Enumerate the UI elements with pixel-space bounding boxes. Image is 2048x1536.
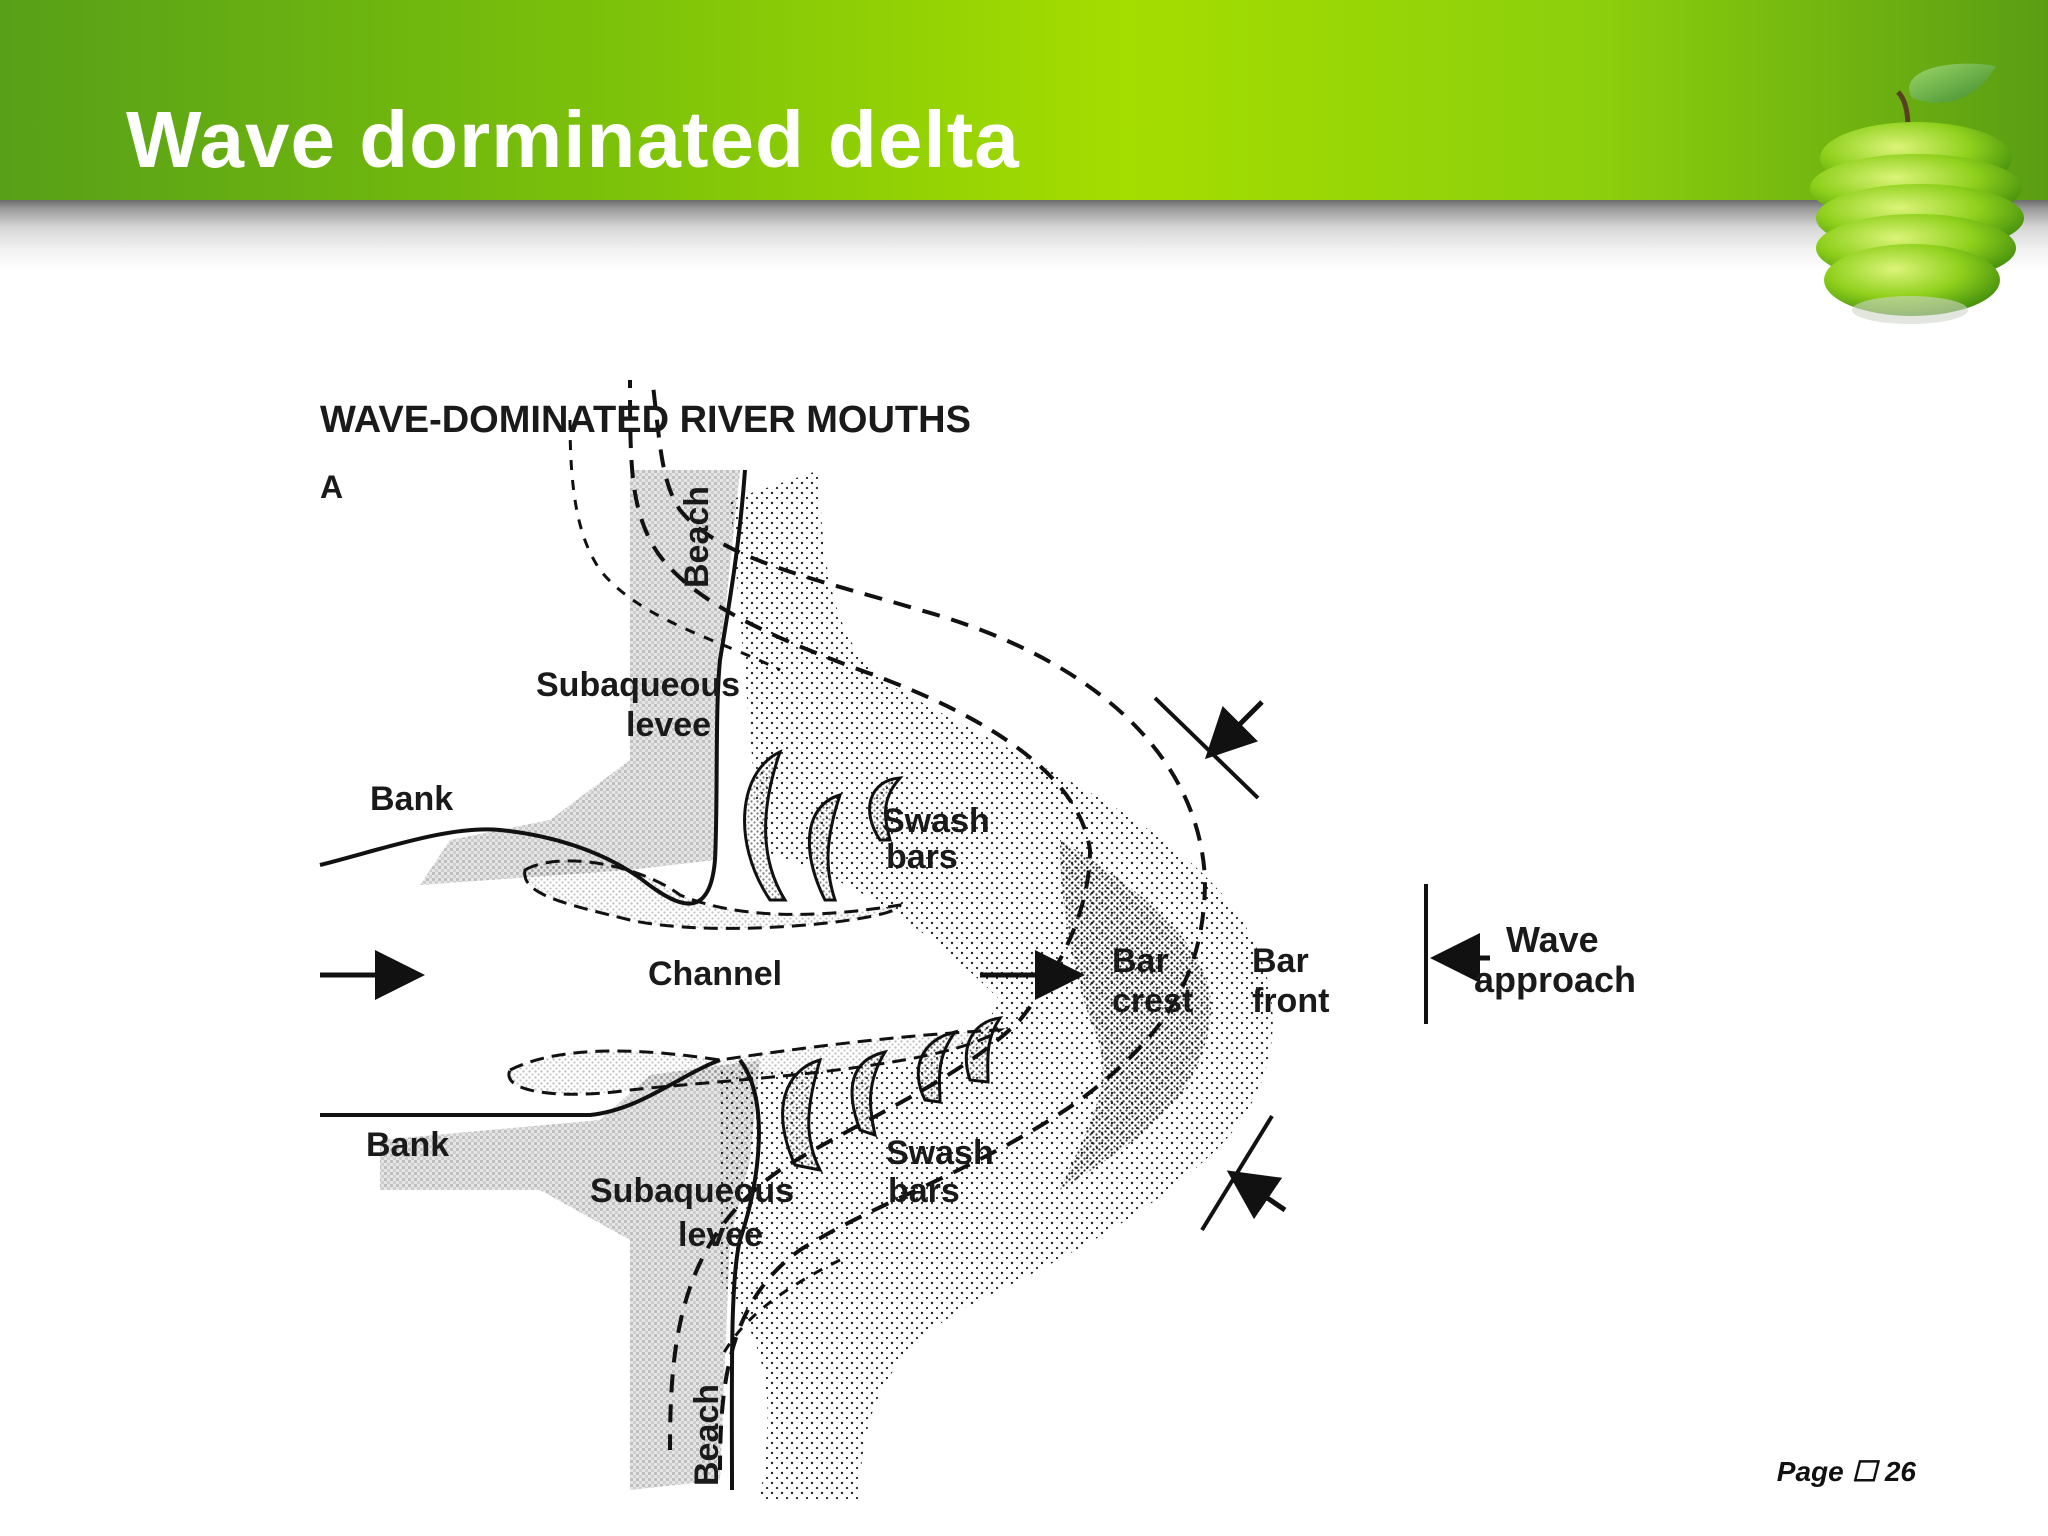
sediment-plume (720, 470, 1273, 1500)
slide-title: Wave dorminated delta (126, 95, 1020, 184)
bar-front-contour (650, 380, 1208, 1471)
label-swash-bottom: Swash (886, 1134, 994, 1172)
label-swash-top: Swash (882, 802, 990, 840)
label-levee-top: levee (626, 706, 711, 744)
inner-contour (568, 419, 781, 672)
label-wave-2: approach (1474, 959, 1636, 1000)
river-mouth-diagram: WAVE-DOMINATED RIVER MOUTHS A Beach Beac… (319, 380, 1636, 1500)
wave-arrow-bottom (1226, 1170, 1287, 1220)
label-channel: Channel (648, 955, 782, 993)
bar-dense-zone (1060, 840, 1212, 1190)
page-label: Page (1776, 1456, 1844, 1487)
label-levee-bottom: levee (678, 1216, 763, 1254)
swash-bar-bottom-3 (916, 1029, 959, 1104)
label-bank-top: Bank (370, 780, 453, 818)
label-bar-crest-1: Bar (1112, 942, 1169, 980)
panel-letter: A (320, 469, 343, 505)
bar-crest-contour (628, 380, 1093, 1451)
label-bar-front-2: front (1252, 982, 1329, 1020)
beach-bottom-land (380, 1060, 760, 1490)
header-shadow (0, 200, 2048, 272)
label-subaqueous-bottom: Subaqueous (590, 1172, 794, 1210)
swash-bar-bottom-1 (781, 1057, 823, 1173)
label-beach-top: Beach (678, 486, 716, 588)
label-bars-bottom: bars (888, 1172, 960, 1210)
label-bank-bottom: Bank (366, 1126, 449, 1164)
levee-bottom-outline (507, 1028, 1006, 1096)
title-bar: Wave dorminated delta (0, 0, 2048, 200)
label-beach-bottom: Beach (688, 1384, 726, 1486)
green-apple-icon (1810, 63, 2024, 324)
page-number: Page☐26 (1777, 1455, 1924, 1488)
swash-bar-top-1 (743, 749, 788, 902)
wave-arrow-top (1204, 700, 1264, 760)
label-subaqueous-top: Subaqueous (536, 666, 740, 704)
beach-top-land (420, 470, 740, 885)
diagram-heading: WAVE-DOMINATED RIVER MOUTHS (320, 399, 971, 441)
swash-bar-top-2 (807, 792, 843, 902)
label-bar-crest-2: crest (1112, 982, 1193, 1020)
label-bar-front-1: Bar (1252, 942, 1309, 980)
page-glyph: ☐ (1851, 1456, 1877, 1487)
wave-crest-line-top (1153, 696, 1260, 800)
label-bars-top: bars (886, 838, 958, 876)
beach-top-shoreline (713, 469, 747, 861)
label-wave-1: Wave (1506, 919, 1599, 960)
levee-top-outline (523, 859, 902, 930)
beach-bottom-shoreline (729, 1058, 761, 1491)
page-number-value: 26 (1884, 1456, 1916, 1487)
inner-contour-bottom (718, 1258, 841, 1361)
swash-bar-top-3 (868, 776, 904, 842)
